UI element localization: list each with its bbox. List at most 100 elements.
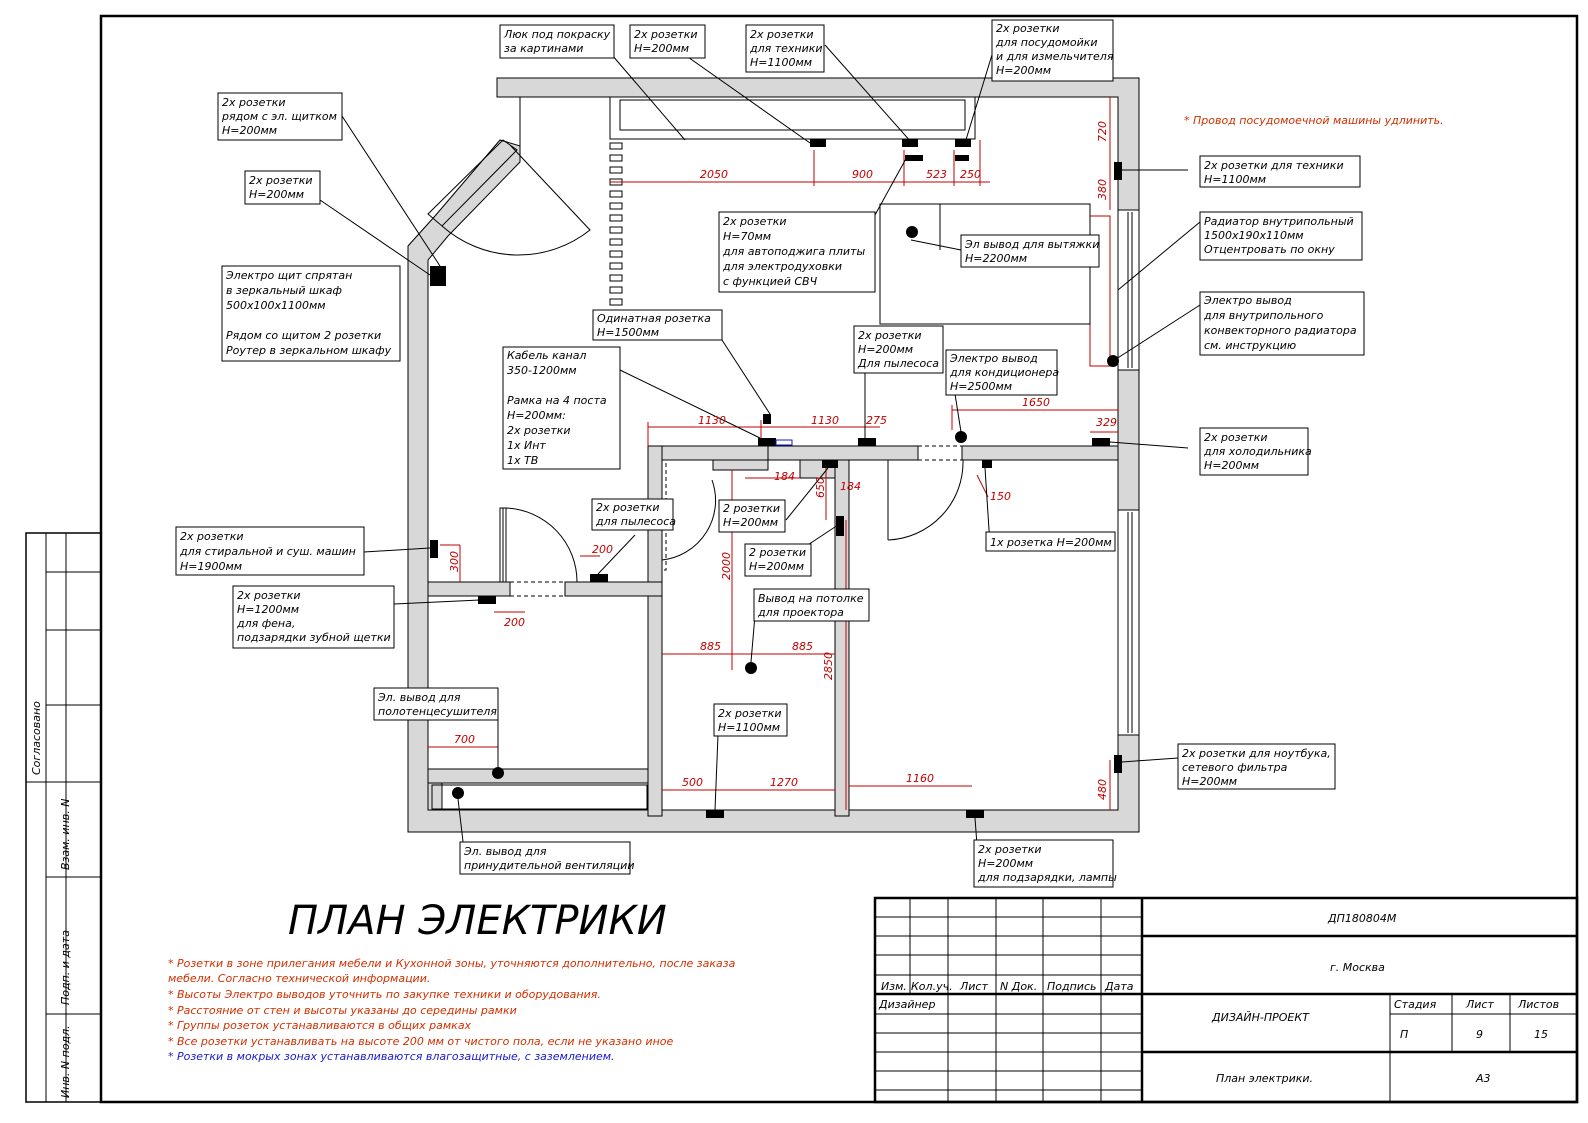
dim-label: 650 bbox=[814, 477, 827, 498]
dishwasher-note: * Провод посудомоечной машины удлинить. bbox=[1184, 114, 1444, 127]
dim-label: 184 bbox=[840, 480, 861, 493]
svg-text:и для измельчителя: и для измельчителя bbox=[996, 50, 1114, 63]
svg-text:Роутер в зеркальном шкафу: Роутер в зеркальном шкафу bbox=[226, 344, 392, 357]
svg-text:H=1200мм: H=1200мм bbox=[237, 603, 299, 616]
furniture bbox=[431, 96, 1091, 810]
stamp-agreed: Согласовано bbox=[30, 701, 43, 775]
dim-label: 150 bbox=[990, 490, 1011, 503]
svg-text:H=2200мм: H=2200мм bbox=[965, 252, 1027, 265]
tb-sheet: 9 bbox=[1476, 1028, 1483, 1041]
svg-text:H=200мм: H=200мм bbox=[222, 124, 277, 137]
svg-text:2 розетки: 2 розетки bbox=[723, 502, 780, 515]
callout-towel-warmer: Эл. вывод для полотенцесушителя bbox=[373, 687, 499, 721]
svg-text:для кондиционера: для кондиционера bbox=[949, 366, 1059, 379]
svg-text:2х розетки: 2х розетки bbox=[718, 707, 782, 720]
callout-washer: 2х розетки для стиральной и суш. машин H… bbox=[175, 526, 365, 576]
svg-text:2х розетки: 2х розетки bbox=[237, 589, 301, 602]
svg-text:2х розетки: 2х розетки bbox=[222, 96, 286, 109]
svg-text:для посудомойки: для посудомойки bbox=[995, 36, 1098, 49]
svg-text:Рядом со щитом 2 розетки: Рядом со щитом 2 розетки bbox=[226, 329, 381, 342]
svg-text:см. инструкцию: см. инструкцию bbox=[1204, 339, 1296, 352]
tb-col-count: Кол.уч. bbox=[911, 980, 953, 993]
callout-tech-1100: 2х розетки для техники H=1100мм bbox=[1199, 155, 1361, 188]
svg-text:за картинами: за картинами bbox=[504, 42, 583, 55]
note-line: мебели. Согласно технической информации. bbox=[168, 972, 430, 985]
callout-fridge: 2х розетки для холодильника H=200мм bbox=[1199, 427, 1312, 476]
callout-ventilation: Эл. вывод для принудительной вентиляции bbox=[459, 841, 634, 875]
callout-laptop: 2х розетки для ноутбука, сетевого фильтр… bbox=[1177, 743, 1336, 790]
tb-sheet-name: План электрики. bbox=[1216, 1072, 1313, 1085]
svg-text:H=200мм: H=200мм bbox=[978, 857, 1033, 870]
tb-col-doc: N Док. bbox=[1000, 980, 1037, 993]
tb-col-sign: Подпись bbox=[1047, 980, 1096, 993]
svg-text:2х розетки: 2х розетки bbox=[858, 329, 922, 342]
dim-label: 250 bbox=[960, 168, 981, 181]
dimension-lines bbox=[428, 97, 1118, 810]
svg-text:2 розетки: 2 розетки bbox=[749, 546, 806, 559]
tb-sheets: 15 bbox=[1534, 1028, 1548, 1041]
callout-dishwasher: 2х розетки для посудомойки и для измельч… bbox=[991, 19, 1114, 82]
windows bbox=[1089, 209, 1140, 736]
svg-text:1х Инт: 1х Инт bbox=[507, 439, 546, 452]
callout-vacuum-kitchen: 2х розетки H=200мм Для пылесоса bbox=[853, 325, 944, 374]
svg-text:H=2500мм: H=2500мм bbox=[950, 380, 1012, 393]
dim-label: 900 bbox=[852, 168, 873, 181]
svg-text:Отцентровать по окну: Отцентровать по окну bbox=[1204, 243, 1335, 256]
tb-stage: П bbox=[1400, 1028, 1408, 1041]
svg-text:2х розетки для техники: 2х розетки для техники bbox=[1204, 159, 1344, 172]
tb-col-sheet: Лист bbox=[959, 980, 988, 993]
tb-sheets-label: Листов bbox=[1517, 998, 1559, 1011]
note-line: * Все розетки устанавливать на высоте 20… bbox=[168, 1035, 674, 1048]
callout-outlets-hall: 2х розетки H=200мм bbox=[244, 170, 321, 205]
note-line: * Розетки в зоне прилегания мебели и Кух… bbox=[168, 957, 736, 970]
callout-electro-panel: Электро щит спрятан в зеркальный шкаф 50… bbox=[221, 265, 401, 362]
svg-text:H=200мм: H=200мм bbox=[749, 560, 804, 573]
svg-text:500х100х1100мм: 500х100х1100мм bbox=[226, 299, 326, 312]
tb-stage-label: Стадия bbox=[1394, 998, 1437, 1011]
svg-text:H=200мм: H=200мм bbox=[723, 516, 778, 529]
note-line: * Высоты Электро выводов уточнить по зак… bbox=[168, 988, 601, 1001]
svg-text:H=1100мм: H=1100мм bbox=[718, 721, 780, 734]
callout-projector: Вывод на потолке для проектора bbox=[753, 588, 870, 622]
svg-text:H=200мм: H=200мм bbox=[1182, 775, 1237, 788]
dim-label: 1160 bbox=[906, 772, 934, 785]
dim-label: 200 bbox=[592, 543, 613, 556]
svg-text:H=200мм: H=200мм bbox=[1204, 459, 1259, 472]
svg-text:350-1200мм: 350-1200мм bbox=[507, 364, 577, 377]
svg-text:2х розетки: 2х розетки bbox=[1204, 431, 1268, 444]
svg-text:2х розетки: 2х розетки bbox=[996, 22, 1060, 35]
dim-label: 200 bbox=[504, 616, 525, 629]
svg-text:Вывод на потолке: Вывод на потолке bbox=[758, 592, 864, 605]
svg-text:H=1100мм: H=1100мм bbox=[1204, 173, 1266, 186]
svg-text:H=200мм: H=200мм bbox=[249, 188, 304, 201]
svg-text:для фена,: для фена, bbox=[236, 617, 295, 630]
callout-outlets-tech: 2х розетки для техники H=1100мм bbox=[745, 24, 825, 73]
svg-text:для автоподжига плиты: для автоподжига плиты bbox=[722, 245, 865, 258]
svg-text:подзарядки зубной щетки: подзарядки зубной щетки bbox=[237, 631, 391, 644]
doors bbox=[427, 139, 964, 597]
svg-text:1х розетка H=200мм: 1х розетка H=200мм bbox=[990, 536, 1112, 549]
svg-text:1х ТВ: 1х ТВ bbox=[507, 454, 538, 467]
drawing-title: ПЛАН ЭЛЕКТРИКИ bbox=[288, 898, 667, 944]
tb-designer: Дизайнер bbox=[878, 998, 935, 1011]
svg-text:Электро вывод: Электро вывод bbox=[949, 352, 1038, 365]
tb-project: ДИЗАЙН-ПРОЕКТ bbox=[1211, 1011, 1310, 1024]
stamp-inv-orig: Инв. N подл. bbox=[59, 1025, 72, 1098]
svg-text:для техники: для техники bbox=[749, 42, 823, 55]
dim-label: 329 bbox=[1096, 416, 1117, 429]
svg-text:Одинатная розетка: Одинатная розетка bbox=[597, 312, 711, 325]
svg-text:H=200мм: H=200мм bbox=[634, 42, 689, 55]
svg-text:для стиральной и суш. машин: для стиральной и суш. машин bbox=[179, 545, 356, 558]
tb-col-date: Дата bbox=[1104, 980, 1134, 993]
callout-near-panel: 2х розетки рядом с эл. щитком H=200мм bbox=[217, 92, 343, 141]
svg-text:2х розетки: 2х розетки bbox=[634, 28, 698, 41]
svg-text:2х розетки: 2х розетки bbox=[249, 174, 313, 187]
dim-label: 184 bbox=[774, 470, 795, 483]
svg-text:1500х190х110мм: 1500х190х110мм bbox=[1204, 229, 1304, 242]
svg-text:для электродуховки: для электродуховки bbox=[722, 260, 842, 273]
callout-lamp-charging: 2х розетки H=200мм для подзарядки, лампы bbox=[973, 839, 1117, 888]
dim-label: 2850 bbox=[822, 652, 835, 680]
dim-label: 523 bbox=[926, 168, 947, 181]
svg-text:для проектора: для проектора bbox=[757, 606, 844, 619]
svg-text:Эл вывод для вытяжки: Эл вывод для вытяжки bbox=[964, 238, 1099, 251]
